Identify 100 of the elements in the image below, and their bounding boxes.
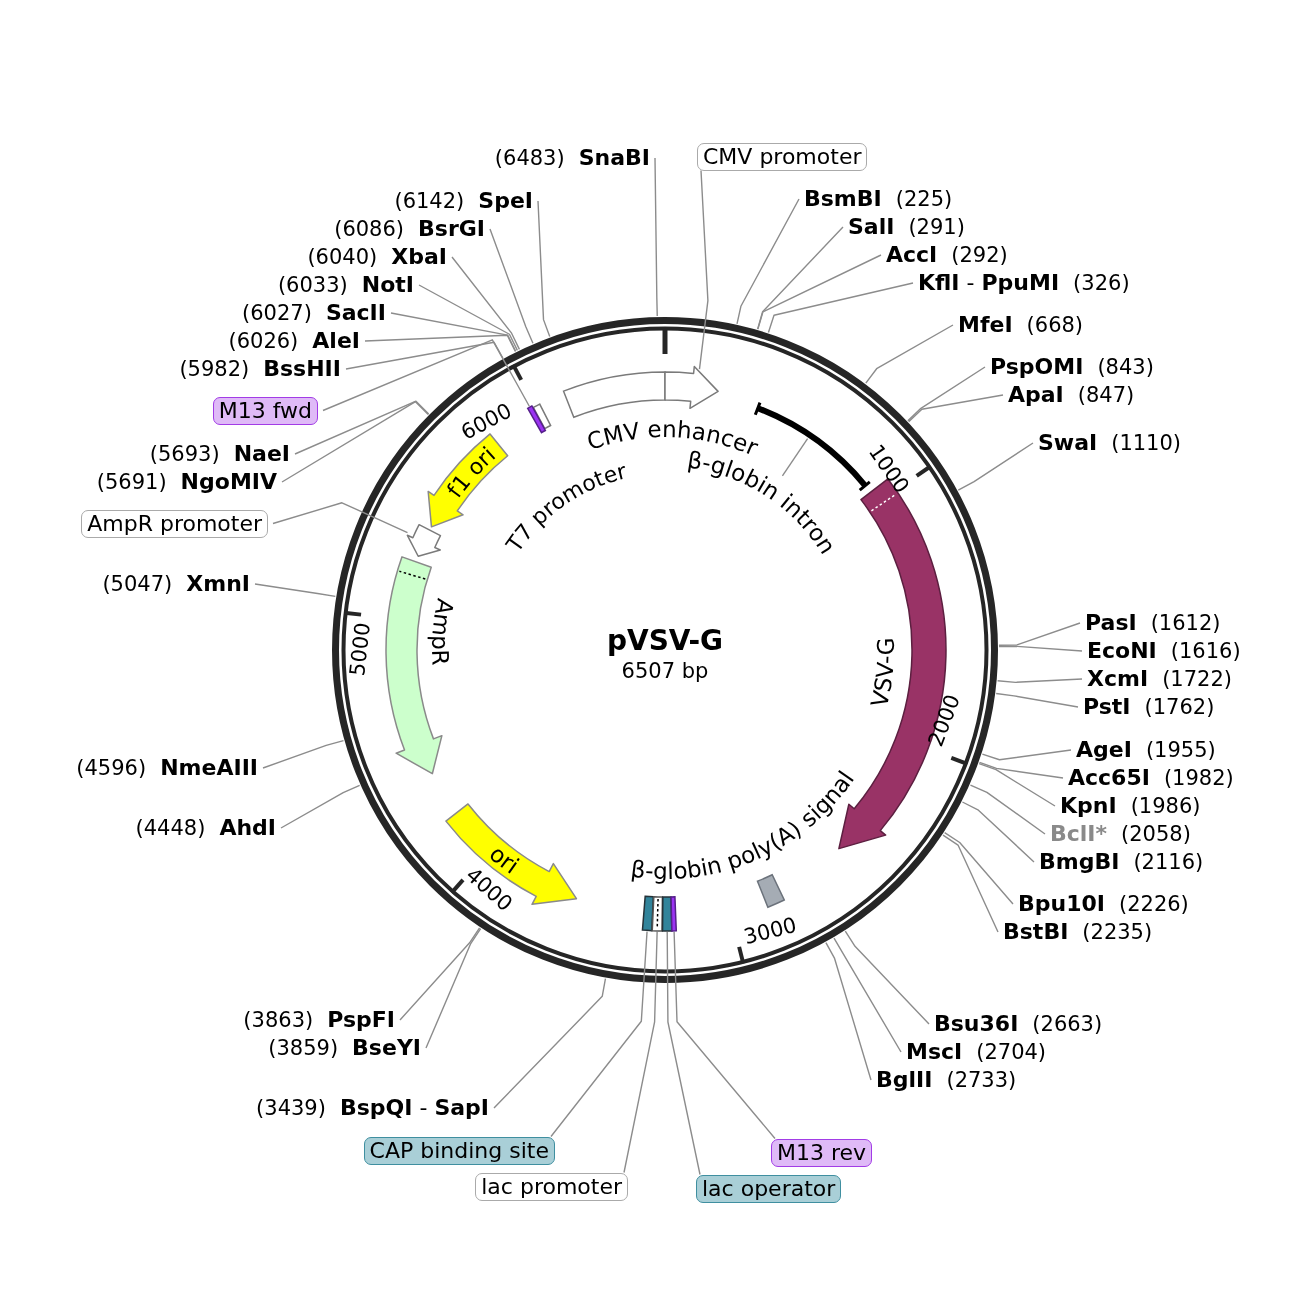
- leader-line: [998, 622, 1081, 646]
- leader-line: [957, 442, 1034, 491]
- enzyme-name: BseYI: [352, 1035, 421, 1061]
- cut-position: (843): [1097, 354, 1154, 380]
- leader-line: [825, 942, 872, 1081]
- cut-position: (292): [951, 242, 1008, 268]
- leader-line: [254, 583, 336, 598]
- cut-position: (3863): [243, 1007, 314, 1033]
- leader-line: [981, 749, 1072, 761]
- enzyme-name: PstI: [1083, 694, 1131, 720]
- enzyme-name: BclI*: [1050, 821, 1108, 847]
- cut-position: (1612): [1150, 610, 1221, 636]
- enzyme-name: AhdI: [219, 815, 276, 841]
- enzyme-name: NotI: [361, 272, 414, 298]
- feature-label: M13 rev: [771, 1138, 873, 1167]
- enzyme-name: KpnI: [1060, 793, 1117, 819]
- enzyme-name: Bsu36I: [934, 1011, 1019, 1037]
- enzyme-name: BglII: [876, 1067, 933, 1093]
- leader-line: [666, 931, 701, 1176]
- feature-label: lac operator: [696, 1174, 842, 1203]
- cut-position: (1986): [1130, 793, 1201, 819]
- leader-line: [451, 256, 521, 351]
- leader-line: [281, 401, 429, 483]
- feature-label: CMV promoter: [697, 142, 868, 171]
- leader-line: [781, 437, 809, 477]
- enzyme-name: PspOMI: [990, 354, 1084, 380]
- tick-label: 6000: [457, 398, 516, 445]
- enzyme-name: BsrGI: [418, 216, 485, 242]
- enzyme-name: XcmI: [1087, 666, 1149, 692]
- enzyme-name: AleI: [312, 328, 360, 354]
- leader-line: [844, 930, 930, 1025]
- enzyme-name: NmeAIII: [160, 755, 258, 781]
- cut-position: (6033): [277, 272, 348, 298]
- leader-line: [908, 394, 1004, 423]
- enzyme-name: XbaI: [391, 244, 447, 270]
- leader-line: [418, 284, 519, 352]
- leader-line: [493, 977, 607, 1109]
- enzyme-name: EcoNI: [1087, 638, 1157, 664]
- cut-position: (1110): [1111, 430, 1182, 456]
- feature-label: AmpR promoter: [81, 509, 268, 538]
- cut-position: (6040): [307, 244, 378, 270]
- leader-line: [673, 931, 776, 1140]
- enzyme-name: BsmBI: [804, 186, 882, 212]
- cut-position: (1722): [1162, 666, 1232, 692]
- leader-line: [943, 831, 1014, 905]
- cut-position: (2663): [1032, 1011, 1103, 1037]
- cut-position: (2733): [946, 1067, 1017, 1093]
- leader-line: [280, 784, 361, 829]
- cut-position: (4448): [135, 815, 206, 841]
- cut-position: (326): [1073, 270, 1130, 296]
- enzyme-name: PspFI: [327, 1007, 395, 1033]
- leader-line: [345, 341, 504, 370]
- tick-label: 3000: [741, 912, 800, 950]
- enzyme-name: AgeI: [1076, 737, 1132, 763]
- enzyme-name: SnaBI: [578, 145, 650, 171]
- leader-line: [550, 930, 648, 1138]
- enzyme-name: Bpu10I: [1018, 891, 1105, 917]
- enzyme-name: Acc65I: [1068, 765, 1150, 791]
- enzyme-name: BspQI - SapI: [339, 1095, 489, 1121]
- enzyme-name: SpeI: [478, 188, 533, 214]
- cut-position: (6027): [242, 300, 312, 326]
- enzyme-name: KflI - PpuMI: [918, 270, 1060, 296]
- leader-line: [961, 801, 1035, 863]
- cut-position: (1762): [1144, 694, 1215, 720]
- cut-position: (5691): [96, 469, 167, 495]
- feature-label: f1 ori: [442, 442, 501, 503]
- cut-position: (5047): [102, 571, 173, 597]
- leader-line: [978, 762, 1056, 807]
- enzyme-name: BssHII: [263, 356, 341, 382]
- cut-position: (847): [1077, 382, 1135, 408]
- leader-line: [425, 927, 482, 1049]
- leader-line: [907, 366, 986, 422]
- leader-line: [996, 678, 1083, 684]
- cut-position: (291): [908, 214, 965, 240]
- cut-position: (3859): [268, 1035, 339, 1061]
- enzyme-name: SalI: [848, 214, 895, 240]
- cut-position: (5982): [179, 356, 250, 382]
- enzyme-name: BstBI: [1003, 919, 1069, 945]
- enzyme-name: SacII: [325, 300, 386, 326]
- tick-label: 2000: [923, 691, 965, 750]
- enzyme-name: XmnI: [186, 571, 250, 597]
- leader-line: [537, 200, 551, 338]
- cut-position: (2058): [1121, 821, 1191, 847]
- leader-line: [736, 198, 800, 325]
- cut-position: (6026): [228, 328, 299, 354]
- feature-label: M13 fwd: [212, 396, 318, 425]
- leader-line: [942, 834, 999, 933]
- leader-line: [978, 761, 1064, 779]
- enzyme-name: NgoMIV: [180, 469, 277, 495]
- leader-line: [767, 282, 914, 334]
- cut-position: (5693): [149, 441, 220, 467]
- leader-line: [364, 334, 517, 353]
- leader-line: [272, 502, 409, 534]
- leader-line: [489, 228, 534, 344]
- leader-line: [757, 254, 882, 330]
- feature-label: lac promoter: [475, 1172, 628, 1201]
- leader-line: [998, 645, 1083, 652]
- leader-line: [969, 784, 1046, 835]
- plasmid-name: pVSV-G: [605, 624, 725, 658]
- leader-line: [322, 339, 530, 412]
